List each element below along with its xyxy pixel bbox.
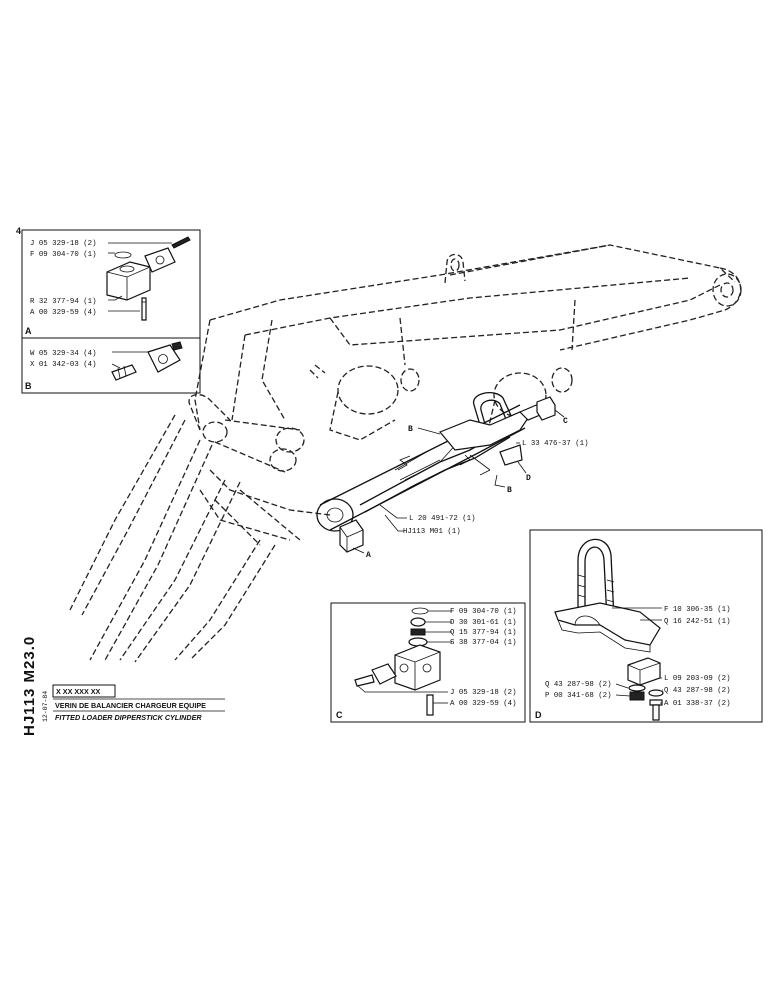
callout-b-upper: B <box>408 425 413 434</box>
part-label: J 05 329-18 (2) <box>30 240 97 248</box>
drawing-date: 12-07-84 <box>42 691 49 722</box>
detail-a-letter: A <box>25 326 32 336</box>
title-english: FITTED LOADER DIPPERSTICK CYLINDER <box>55 713 202 722</box>
detail-d-panel: D F 10 306-35 (1) Q 16 242-51 (1) L 09 2… <box>529 529 763 723</box>
dipperstick-cylinder <box>316 392 556 553</box>
part-label: L 33 476-37 (1) <box>522 440 589 448</box>
part-label: A 00 329-59 (4) <box>450 700 517 708</box>
part-label: D 30 301-61 (1) <box>450 619 517 627</box>
part-label: Q 43 287-98 (2) <box>545 681 612 689</box>
part-label: A 00 329-59 (4) <box>30 309 97 317</box>
part-label: W 05 329-34 (4) <box>30 350 97 358</box>
part-number-box: X XX XXX XX <box>56 687 101 696</box>
detail-c-letter: C <box>336 710 343 720</box>
part-label: Q 15 377-94 (1) <box>450 629 517 637</box>
part-label: X 01 342-03 (4) <box>30 361 97 369</box>
main-view-callouts: B B A C D L 33 476-37 (1) L 20 491-72 (1… <box>352 409 589 560</box>
part-label: L 09 203-09 (2) <box>664 675 731 683</box>
part-label: HJ113 M01 (1) <box>403 528 461 536</box>
callout-d: D <box>526 474 531 483</box>
detail-a-panel: 4 A J 05 329-18 (2) F 09 304-70 (1) R 32… <box>16 226 201 339</box>
part-label: P 00 341-68 (2) <box>545 692 612 700</box>
drawing-code: HJ113 M23.0 <box>21 636 38 736</box>
detail-d-letter: D <box>535 710 542 720</box>
callout-a: A <box>366 551 371 560</box>
loader-arm-assembly <box>69 244 742 663</box>
part-label: F 09 304-70 (1) <box>30 251 97 259</box>
part-label: F 10 306-35 (1) <box>664 606 731 614</box>
title-french: VERIN DE BALANCIER CHARGEUR EQUIPE <box>55 701 206 710</box>
title-block: HJ113 M23.0 12-07-84 X XX XXX XX VERIN D… <box>21 636 225 736</box>
part-label: J 05 329-18 (2) <box>450 689 517 697</box>
part-label: L 20 491-72 (1) <box>409 515 476 523</box>
part-label: Q 43 287-98 (2) <box>664 687 731 695</box>
part-label: S 38 377-04 (1) <box>450 639 517 647</box>
callout-b-lower: B <box>507 486 512 495</box>
callout-c: C <box>563 417 568 426</box>
part-label: A 01 338-37 (2) <box>664 700 731 708</box>
part-label: F 09 304-70 (1) <box>450 608 517 616</box>
detail-b-letter: B <box>25 381 32 391</box>
detail-b-panel: B W 05 329-34 (4) X 01 342-03 (4) <box>21 337 201 394</box>
detail-c-panel: C F 09 304-70 (1) D 30 301-61 (1) Q 15 3… <box>330 602 526 723</box>
part-label: R 32 377-94 (1) <box>30 298 97 306</box>
part-label: Q 16 242-51 (1) <box>664 618 731 626</box>
sheet-corner-mark: 4 <box>16 226 21 236</box>
